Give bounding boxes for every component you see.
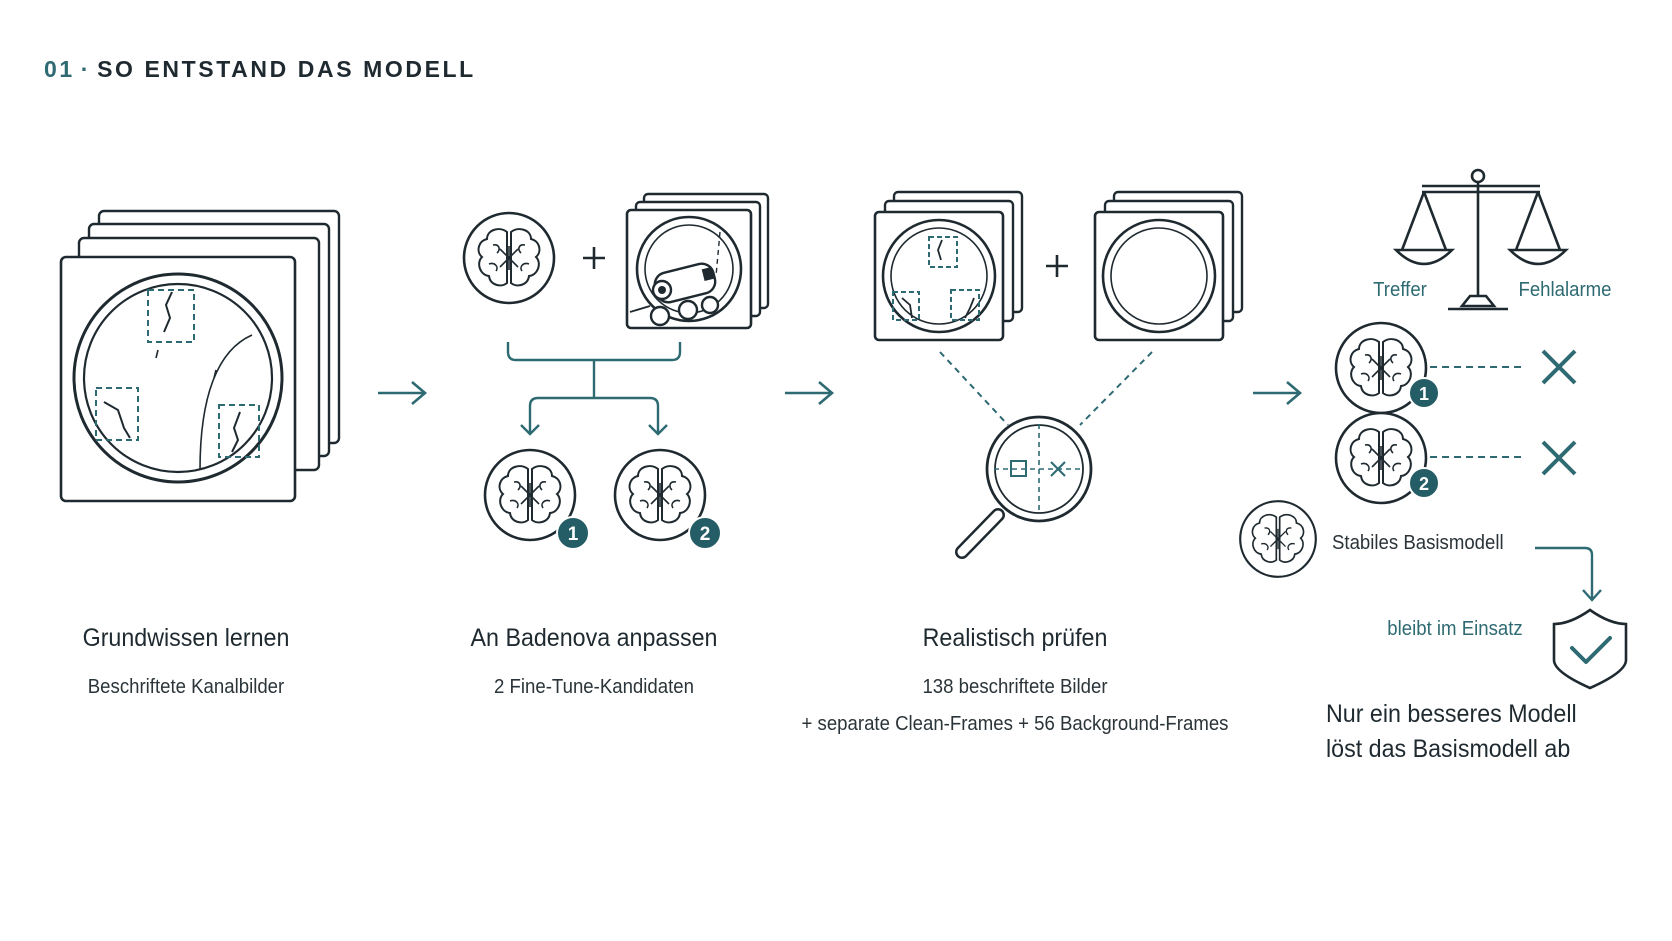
keep-label: bleibt im Einsatz (1387, 618, 1523, 640)
flow-arrow (1535, 546, 1594, 598)
magnifier-icon (955, 415, 1093, 559)
step-2-subtitle: 2 Fine-Tune-Kandidaten (494, 676, 694, 698)
candidate-badge-2: 2 (1408, 467, 1440, 499)
x-icon (1541, 349, 1577, 385)
candidate-badge-2: 2 (688, 516, 722, 550)
section-number: 01 (44, 56, 75, 82)
svg-text:1: 1 (1419, 384, 1429, 404)
clean-image-stack (1093, 190, 1244, 342)
brain-icon (462, 211, 556, 305)
plus-icon (1046, 255, 1068, 277)
conclusion-line-1: Nur ein besseres Modell (1326, 700, 1577, 728)
candidate-badge-1: 1 (1408, 377, 1440, 409)
base-model-label: Stabiles Basismodell (1332, 532, 1504, 554)
scale-left-label: Treffer (1373, 279, 1427, 301)
plus-icon (583, 247, 605, 269)
step-3-subtitle: 138 beschriftete Bilder (922, 676, 1108, 698)
right-arrow-icon (783, 380, 834, 406)
right-arrow-icon (376, 380, 427, 406)
flow-arrowhead (1582, 589, 1602, 602)
step-3-subtitle-extra: + separate Clean-Frames + 56 Background-… (801, 713, 1229, 735)
branch-connector (506, 342, 682, 436)
candidate-badge-1: 1 (556, 516, 590, 550)
right-arrow-icon (1251, 380, 1302, 406)
balance-scale-icon (1392, 168, 1570, 311)
dashed-link (1079, 351, 1153, 426)
step-2-title: An Badenova anpassen (470, 624, 718, 652)
section-header: 01·SO ENTSTAND DAS MODELL (44, 56, 476, 83)
shield-check-icon (1552, 608, 1628, 690)
section-separator: · (80, 56, 92, 82)
svg-text:1: 1 (568, 524, 579, 545)
x-icon (1541, 440, 1577, 476)
scale-right-label: Fehlalarme (1518, 279, 1612, 301)
conclusion-line-2: löst das Basismodell ab (1326, 735, 1571, 763)
svg-text:2: 2 (700, 524, 711, 545)
svg-text:2: 2 (1419, 474, 1429, 494)
pipe-image-stack (59, 209, 341, 503)
pipe-robot-image-stack (625, 192, 770, 330)
step-1-title: Grundwissen lernen (82, 624, 290, 652)
dashed-link (939, 351, 1009, 426)
brain-icon (1239, 500, 1317, 578)
step-1-subtitle: Beschriftete Kanalbilder (87, 676, 285, 698)
step-3-title: Realistisch prüfen (922, 624, 1108, 652)
labeled-image-stack (873, 190, 1024, 342)
section-title: SO ENTSTAND DAS MODELL (97, 56, 476, 82)
